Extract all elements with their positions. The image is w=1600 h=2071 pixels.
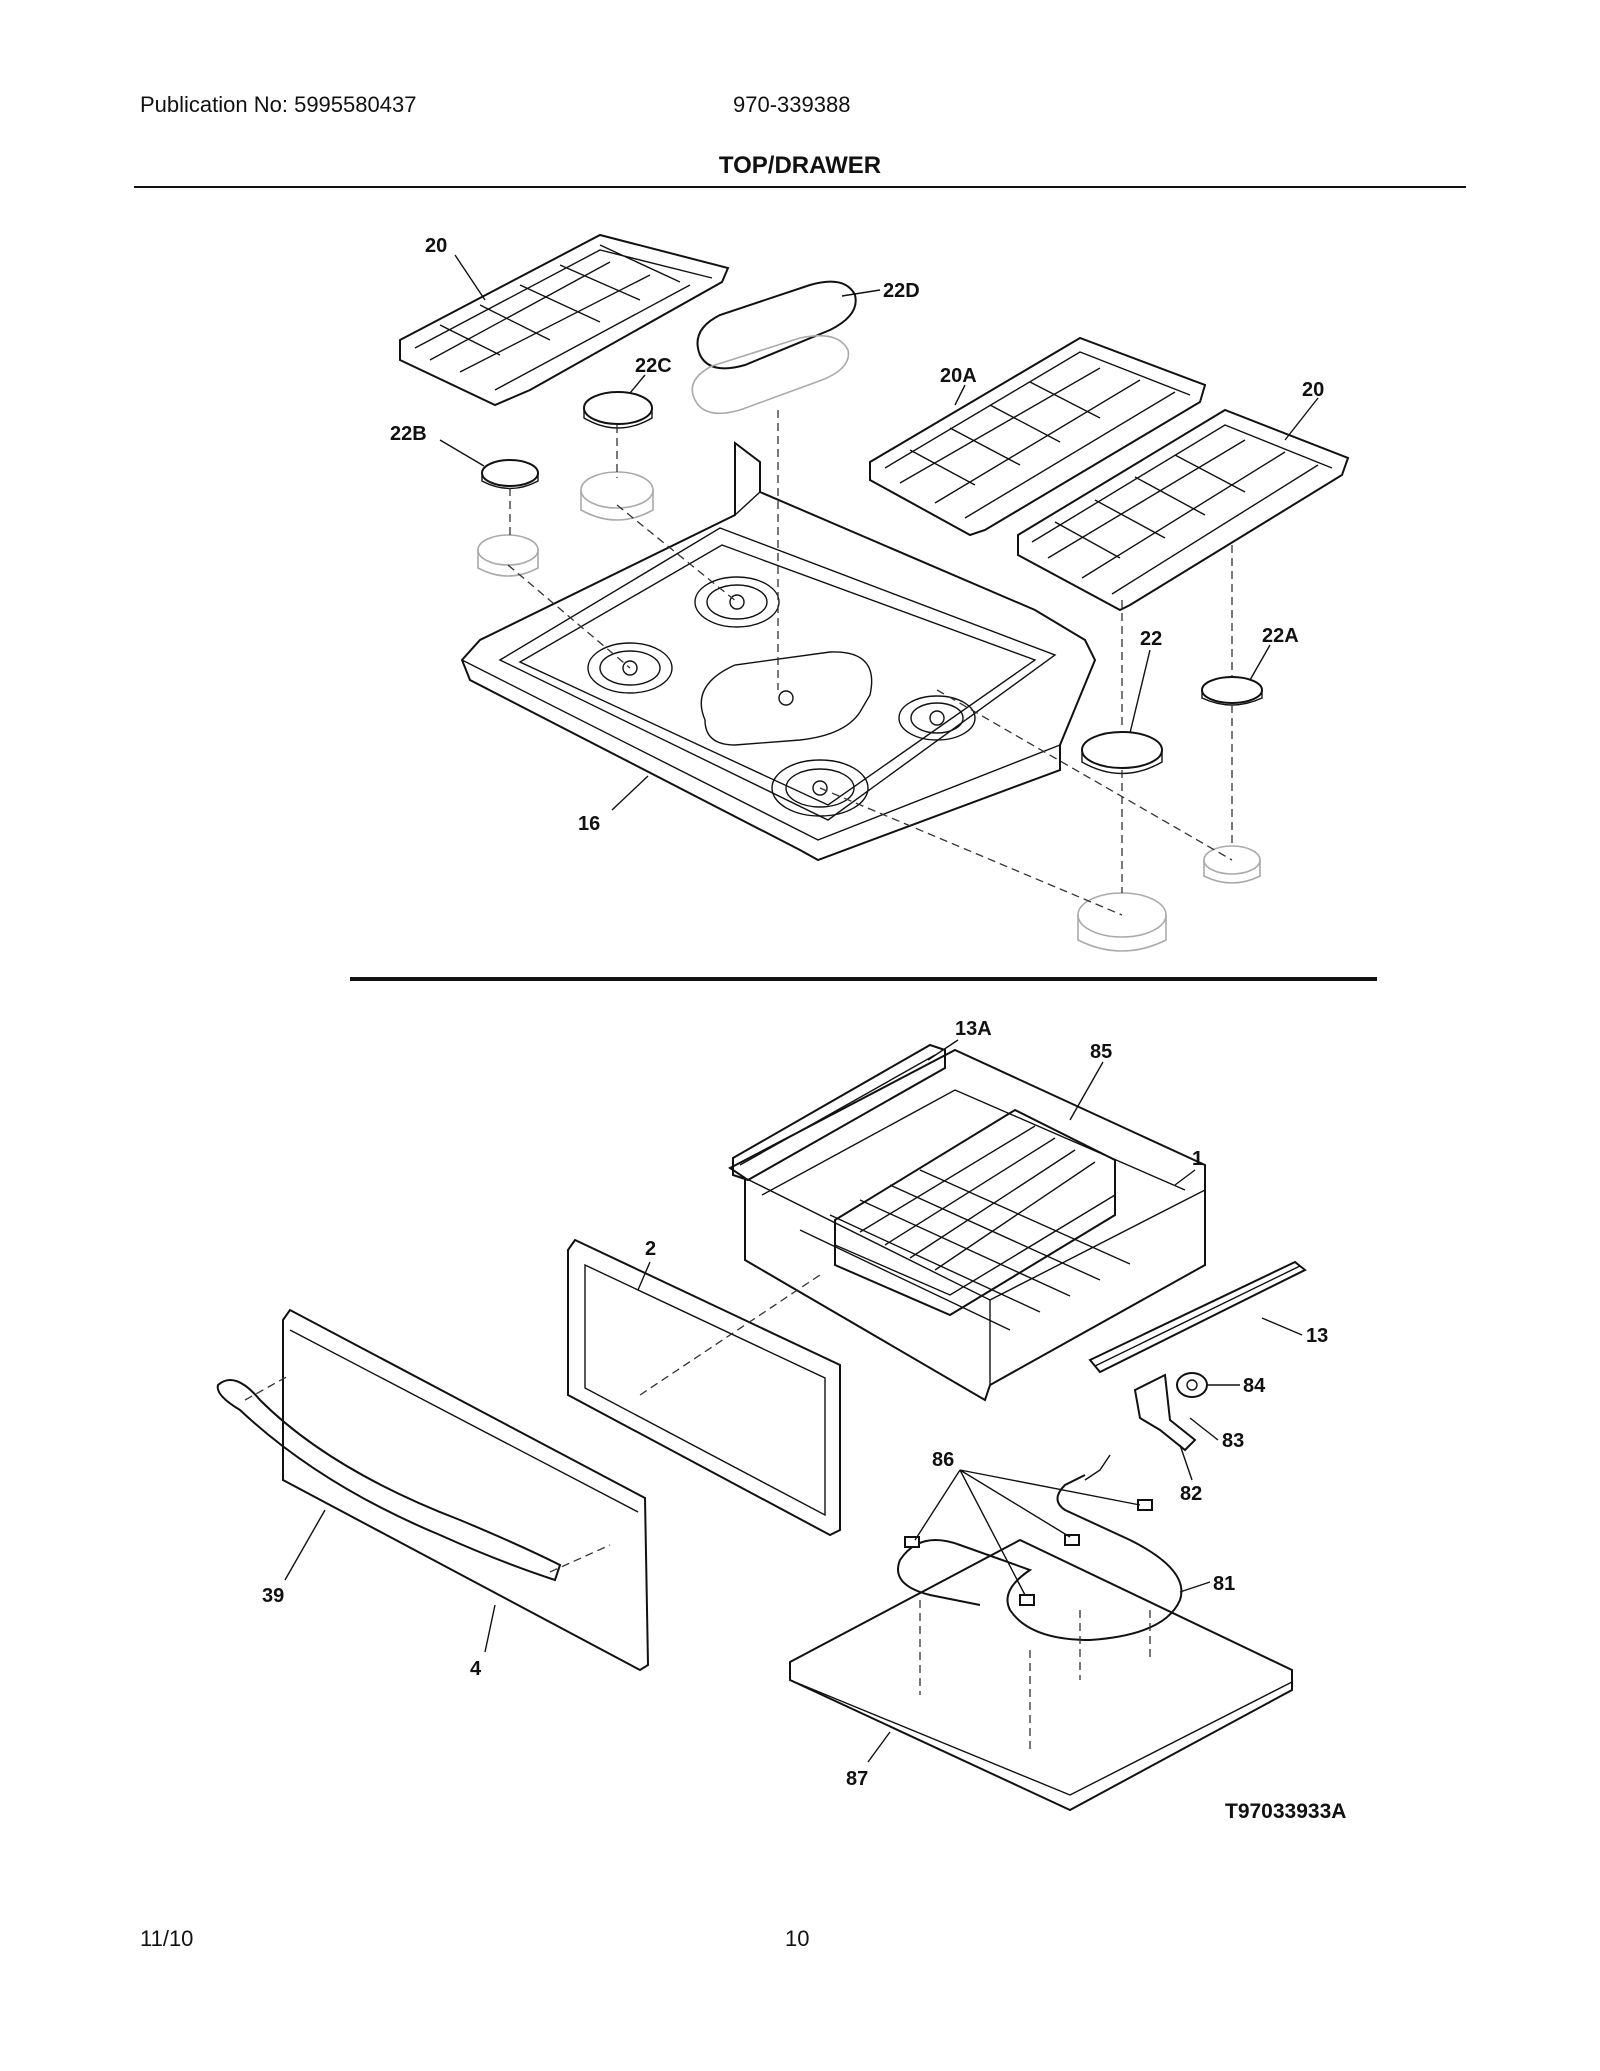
callout-22: 22 xyxy=(1140,628,1162,650)
leader-lines xyxy=(284,254,1319,1763)
footer-date: 11/10 xyxy=(140,1926,194,1951)
callout-20-left: 20 xyxy=(425,235,447,257)
grate-left-20 xyxy=(399,233,730,407)
callout-1: 1 xyxy=(1192,1148,1203,1170)
callout-20a: 20A xyxy=(940,365,977,387)
callout-83: 83 xyxy=(1222,1430,1244,1452)
inner-panel-2 xyxy=(567,1238,841,1537)
slide-13a xyxy=(732,1043,946,1182)
callout-22d: 22D xyxy=(883,280,920,302)
slide-13 xyxy=(1088,1260,1307,1374)
callout-2: 2 xyxy=(645,1238,656,1260)
grate-right-20 xyxy=(1017,408,1350,612)
callout-4: 4 xyxy=(470,1658,482,1680)
callout-81: 81 xyxy=(1213,1573,1235,1595)
callout-22b: 22B xyxy=(390,423,427,445)
alignment-lines-top xyxy=(507,410,1233,916)
model-number: 970-339388 xyxy=(733,92,851,117)
publication-number: Publication No: 5995580437 xyxy=(140,92,417,117)
callout-82: 82 xyxy=(1180,1483,1202,1505)
part-84 xyxy=(1176,1372,1208,1398)
cap-22d xyxy=(691,280,857,415)
callout-84: 84 xyxy=(1243,1375,1266,1397)
callout-39: 39 xyxy=(262,1585,284,1607)
callout-22c: 22C xyxy=(635,355,672,377)
callout-20-right: 20 xyxy=(1302,379,1324,401)
page-title: TOP/DRAWER xyxy=(718,152,882,179)
callout-22a: 22A xyxy=(1262,625,1299,647)
front-panel-4 xyxy=(282,1308,650,1672)
rack-85 xyxy=(834,1108,1116,1317)
alignment-lines-bottom xyxy=(244,1274,1151,1750)
callout-85: 85 xyxy=(1090,1041,1112,1063)
element-81 xyxy=(897,1454,1183,1642)
bracket-82-83 xyxy=(1133,1373,1197,1452)
cap-22a xyxy=(1201,676,1263,884)
callout-86: 86 xyxy=(932,1449,954,1471)
callout-labels: 20 22D 22C 22B 20A 20 22 22A 16 13A 85 1… xyxy=(262,235,1328,1790)
callout-87: 87 xyxy=(846,1768,868,1790)
cap-22b xyxy=(477,459,539,577)
cooktop-16 xyxy=(460,440,1097,862)
page-number: 10 xyxy=(785,1926,810,1951)
section-divider xyxy=(350,977,1377,981)
callout-13: 13 xyxy=(1306,1325,1328,1347)
callout-16: 16 xyxy=(578,813,600,835)
callout-13a: 13A xyxy=(955,1018,992,1040)
handle-39 xyxy=(216,1379,562,1582)
grate-center-20a xyxy=(869,336,1207,537)
clips-86 xyxy=(904,1499,1153,1606)
bottom-tray-87 xyxy=(789,1538,1293,1812)
figure-code: T97033933A xyxy=(1225,1800,1347,1823)
header-rule xyxy=(134,186,1466,188)
